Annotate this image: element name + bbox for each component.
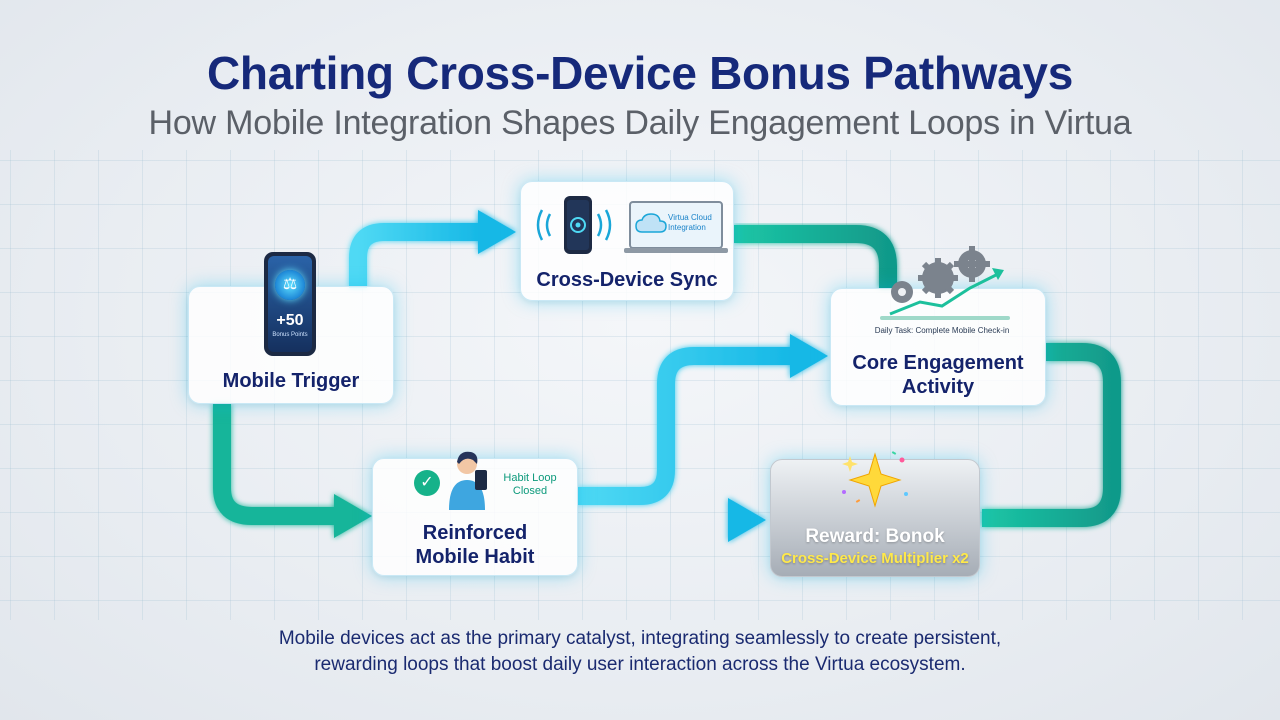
reward-multiplier: Cross-Device Multiplier x2 <box>781 550 969 567</box>
bonus-value: +50 <box>276 312 304 329</box>
habit-badge-line1: Habit Loop <box>503 472 557 484</box>
sparkle-icon <box>842 451 908 508</box>
node-label: Mobile Trigger <box>222 370 360 392</box>
page-subtitle: How Mobile Integration Shapes Daily Enga… <box>148 104 1132 142</box>
footer-caption: Mobile devices act as the primary cataly… <box>0 626 1280 678</box>
node-label-line2: Mobile Habit <box>415 546 535 568</box>
habit-loop-badge: Habit Loop Closed <box>495 472 565 498</box>
task-caption: Daily Task: Complete Mobile Check-in <box>874 326 1010 335</box>
bell-icon: ⚖ <box>275 270 305 300</box>
bonus-caption: Bonus Points <box>272 332 308 338</box>
phone-icon: ⚖ +50 Bonus Points <box>264 252 316 356</box>
person-phone-icon <box>449 451 487 510</box>
page-title: Charting Cross-Device Bonus Pathways <box>207 47 1073 99</box>
habit-badge-line2: Closed <box>512 485 548 497</box>
arrow-core-to-reward <box>982 343 1121 527</box>
node-label-line2: Activity <box>901 376 975 398</box>
arrow-habit-to-core <box>578 334 828 505</box>
caption-line2: rewarding loops that boost daily user in… <box>314 654 966 675</box>
arrow-sync-to-core <box>734 225 897 288</box>
node-label-line1: Reinforced <box>422 522 528 544</box>
arrow-trigger-to-habit <box>213 404 372 538</box>
node-core-engagement[interactable]: Core Engagement Activity <box>830 288 1046 406</box>
caption-line1: Mobile devices act as the primary cataly… <box>278 628 1002 649</box>
gears-growth-icon <box>880 246 1010 320</box>
arrow-trigger-to-sync <box>349 210 516 288</box>
node-label-line1: Core Engagement <box>852 352 1024 374</box>
node-label: Cross-Device Sync <box>536 269 718 291</box>
reward-label: Reward: Bonok <box>805 526 945 547</box>
check-icon: ✓ <box>414 470 440 496</box>
arrow-habit-to-reward <box>578 498 766 542</box>
laptop-caption: Virtua Cloud Integration <box>668 213 712 232</box>
sync-phone-laptop-icon <box>536 196 728 254</box>
